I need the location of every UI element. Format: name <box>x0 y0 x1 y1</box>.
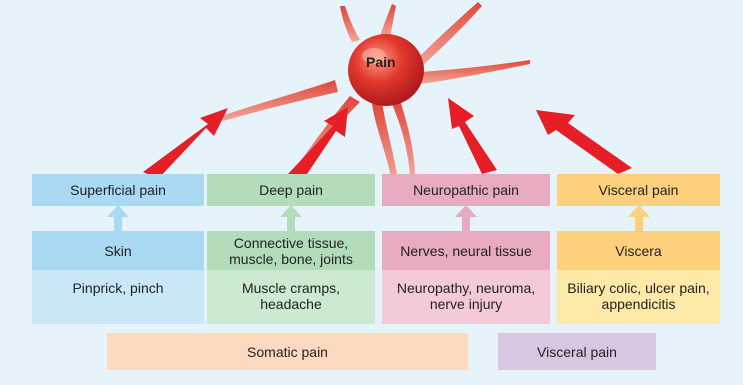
up-arrow-deep <box>280 205 302 231</box>
category-visceral: Visceral pain <box>557 174 720 206</box>
source-connective-tissue: Connective tissue, muscle, bone, joints <box>207 231 375 270</box>
source-viscera: Viscera <box>557 231 720 270</box>
up-arrow-visceral <box>628 205 650 231</box>
up-arrow-superficial <box>107 205 129 231</box>
pain-label: Pain <box>366 54 396 70</box>
group-visceral-pain: Visceral pain <box>498 333 656 370</box>
red-arrow-neuropathic <box>448 98 497 174</box>
source-nerves: Nerves, neural tissue <box>382 231 550 270</box>
neuron-soma <box>348 34 424 106</box>
examples-neuropathic: Neuropathy, neuroma, nerve injury <box>382 270 550 324</box>
examples-deep: Muscle cramps, headache <box>207 270 375 324</box>
source-skin: Skin <box>32 231 204 270</box>
examples-superficial: Pinprick, pinch <box>32 270 204 324</box>
examples-visceral: Biliary colic, ulcer pain, appendicitis <box>557 270 720 324</box>
category-superficial: Superficial pain <box>32 174 204 206</box>
category-neuropathic: Neuropathic pain <box>382 174 550 206</box>
group-somatic-pain: Somatic pain <box>107 333 468 370</box>
red-arrow-deep <box>288 107 348 180</box>
red-arrow-superficial <box>143 108 228 179</box>
category-deep: Deep pain <box>207 174 375 206</box>
red-arrow-visceral <box>536 110 632 174</box>
up-arrow-neuropathic <box>455 205 477 231</box>
